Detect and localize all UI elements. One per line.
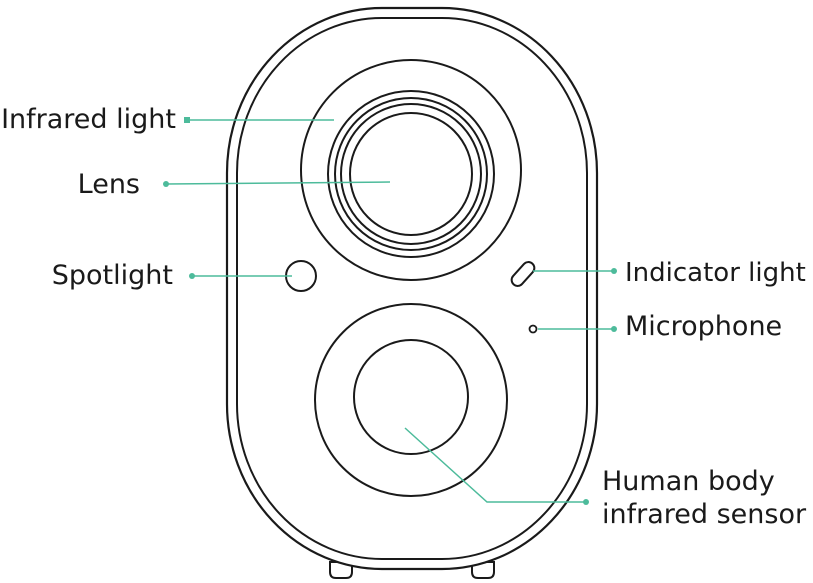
indicator-light-pill — [510, 261, 536, 287]
pir-sensor-outer — [314, 303, 508, 497]
microphone-hole — [528, 324, 538, 334]
left-foot — [329, 561, 353, 579]
camera-body-inner — [236, 17, 588, 560]
lens-glass — [349, 112, 473, 236]
label-spotlight: Spotlight — [51, 260, 173, 291]
leader-infrared-light-dot — [184, 117, 190, 123]
leader-microphone-dot — [611, 326, 617, 332]
infrared-light-ring — [300, 59, 522, 281]
leader-lens-dot — [163, 181, 169, 187]
camera-body-outer — [225, 6, 599, 571]
leader-lens — [165, 181, 391, 185]
lens-outer-ring — [327, 90, 495, 258]
leader-spotlight-dot — [189, 273, 195, 279]
label-indicator-light: Indicator light — [625, 258, 806, 288]
label-human-body-line1: Human body — [602, 466, 775, 497]
leader-pir-sensor — [404, 427, 586, 503]
label-human-body-line2: infrared sensor — [602, 499, 807, 530]
leader-pir-sensor-dot — [583, 499, 589, 505]
lens-middle-ring — [334, 97, 488, 251]
label-infrared-light: Infrared light — [1, 104, 176, 135]
label-microphone: Microphone — [625, 311, 783, 342]
leader-lines — [163, 117, 617, 505]
leader-indicator-light-dot — [611, 268, 617, 274]
pir-sensor-inner — [353, 339, 469, 455]
label-lens: Lens — [77, 169, 140, 200]
right-foot — [471, 561, 495, 579]
lens-inner-ring — [340, 103, 482, 245]
camera-feet — [329, 561, 495, 579]
